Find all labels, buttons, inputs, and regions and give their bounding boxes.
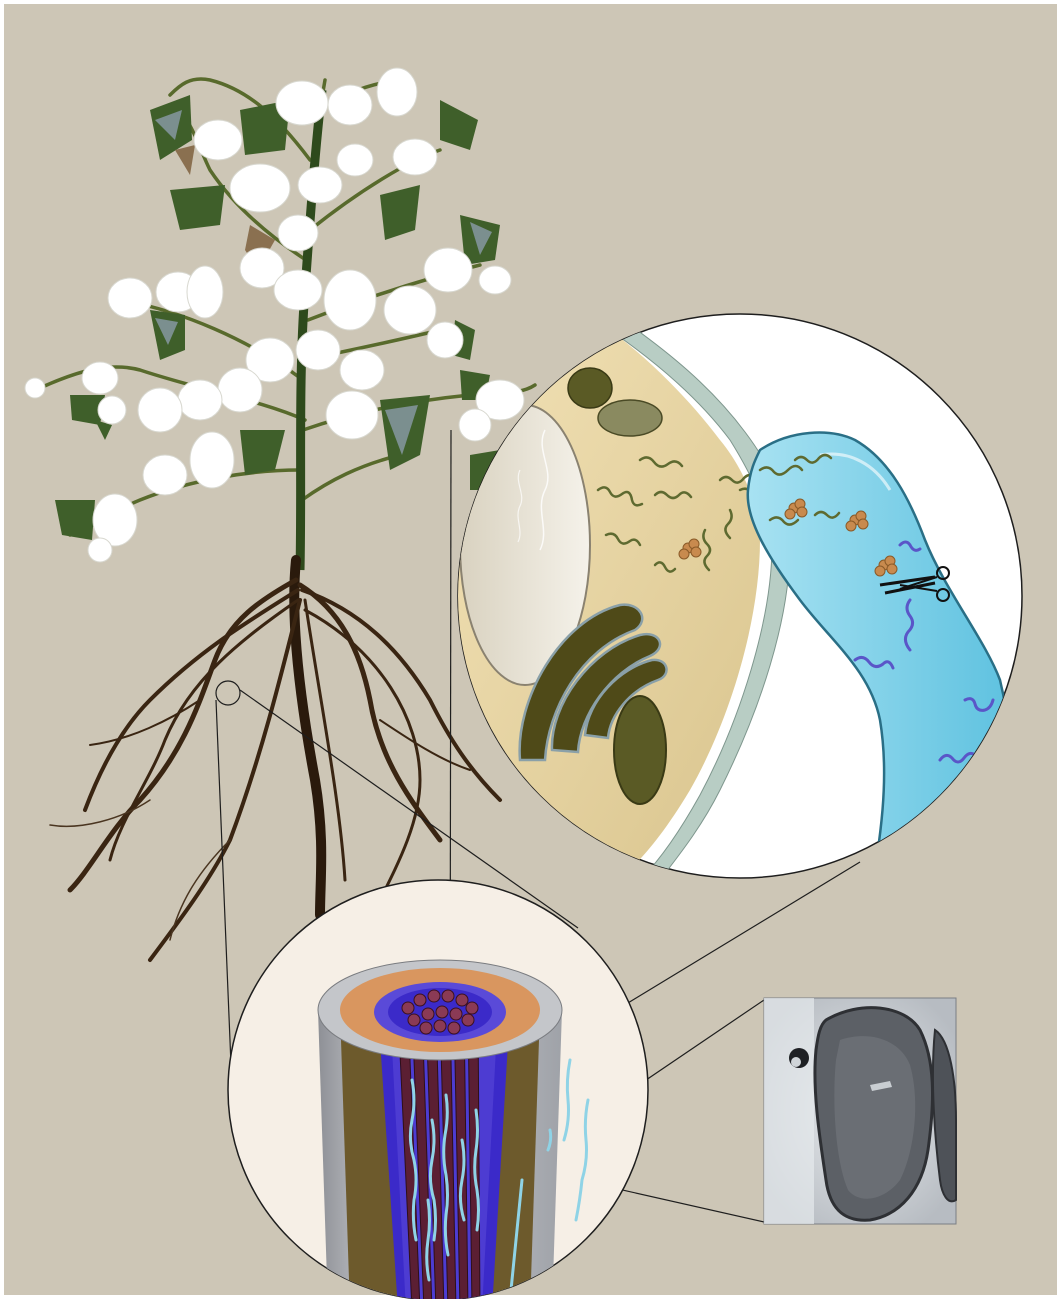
chloroplast [598,400,662,436]
chloroplast [568,368,612,408]
root-cross-section [228,880,648,1299]
chloroplast [614,696,666,804]
electron-micrograph [764,998,956,1224]
